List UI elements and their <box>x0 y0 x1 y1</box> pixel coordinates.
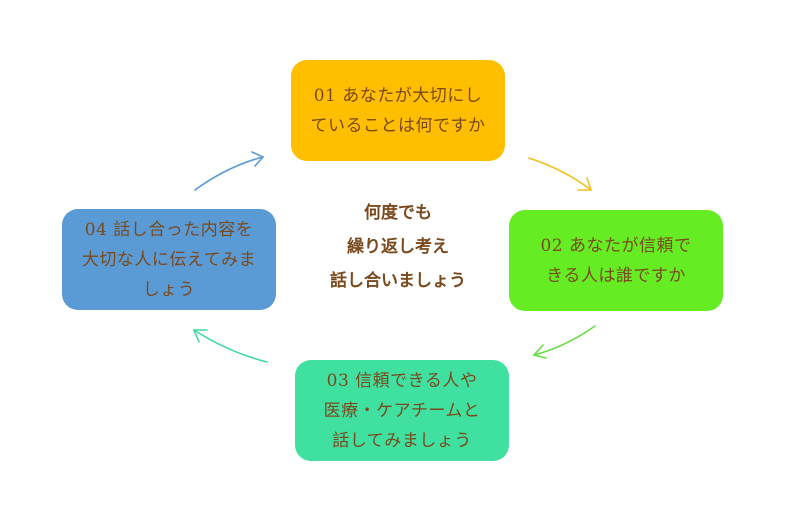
step-3-line: 話してみましょう <box>332 430 472 451</box>
step-1-box: 01 あなたが大切にし ていることは何ですか <box>291 60 505 161</box>
step-3-line: 医療・ケアチームと <box>323 400 481 421</box>
step-3-line: 03 信頼できる人や <box>326 370 478 391</box>
step-2-line: きる人は誰ですか <box>546 265 686 286</box>
step-4-line: 04 話し合った内容を <box>84 219 254 240</box>
arrow-step1-to-step2 <box>528 157 593 191</box>
arrow-step3-to-step4 <box>192 329 268 363</box>
step-4-line: しょう <box>142 279 196 300</box>
step-1-line: ていることは何ですか <box>310 115 486 136</box>
step-4-box: 04 話し合った内容を 大切な人に伝えてみま しょう <box>62 209 276 310</box>
arrow-step2-to-step3 <box>532 325 596 359</box>
center-message-line: 何度でも <box>364 203 432 223</box>
step-3-box: 03 信頼できる人や 医療・ケアチームと 話してみましょう <box>295 360 509 461</box>
step-4-line: 大切な人に伝えてみま <box>81 249 257 270</box>
step-2-line: 02 あなたが信頼で <box>540 235 692 256</box>
step-2-box: 02 あなたが信頼で きる人は誰ですか <box>509 210 723 311</box>
center-message-line: 繰り返し考え <box>347 237 449 257</box>
arrow-step4-to-step1 <box>194 151 265 191</box>
center-message: 何度でも 繰り返し考え 話し合いましょう <box>300 196 496 298</box>
center-message-line: 話し合いましょう <box>330 271 466 291</box>
step-1-line: 01 あなたが大切にし <box>313 85 483 106</box>
